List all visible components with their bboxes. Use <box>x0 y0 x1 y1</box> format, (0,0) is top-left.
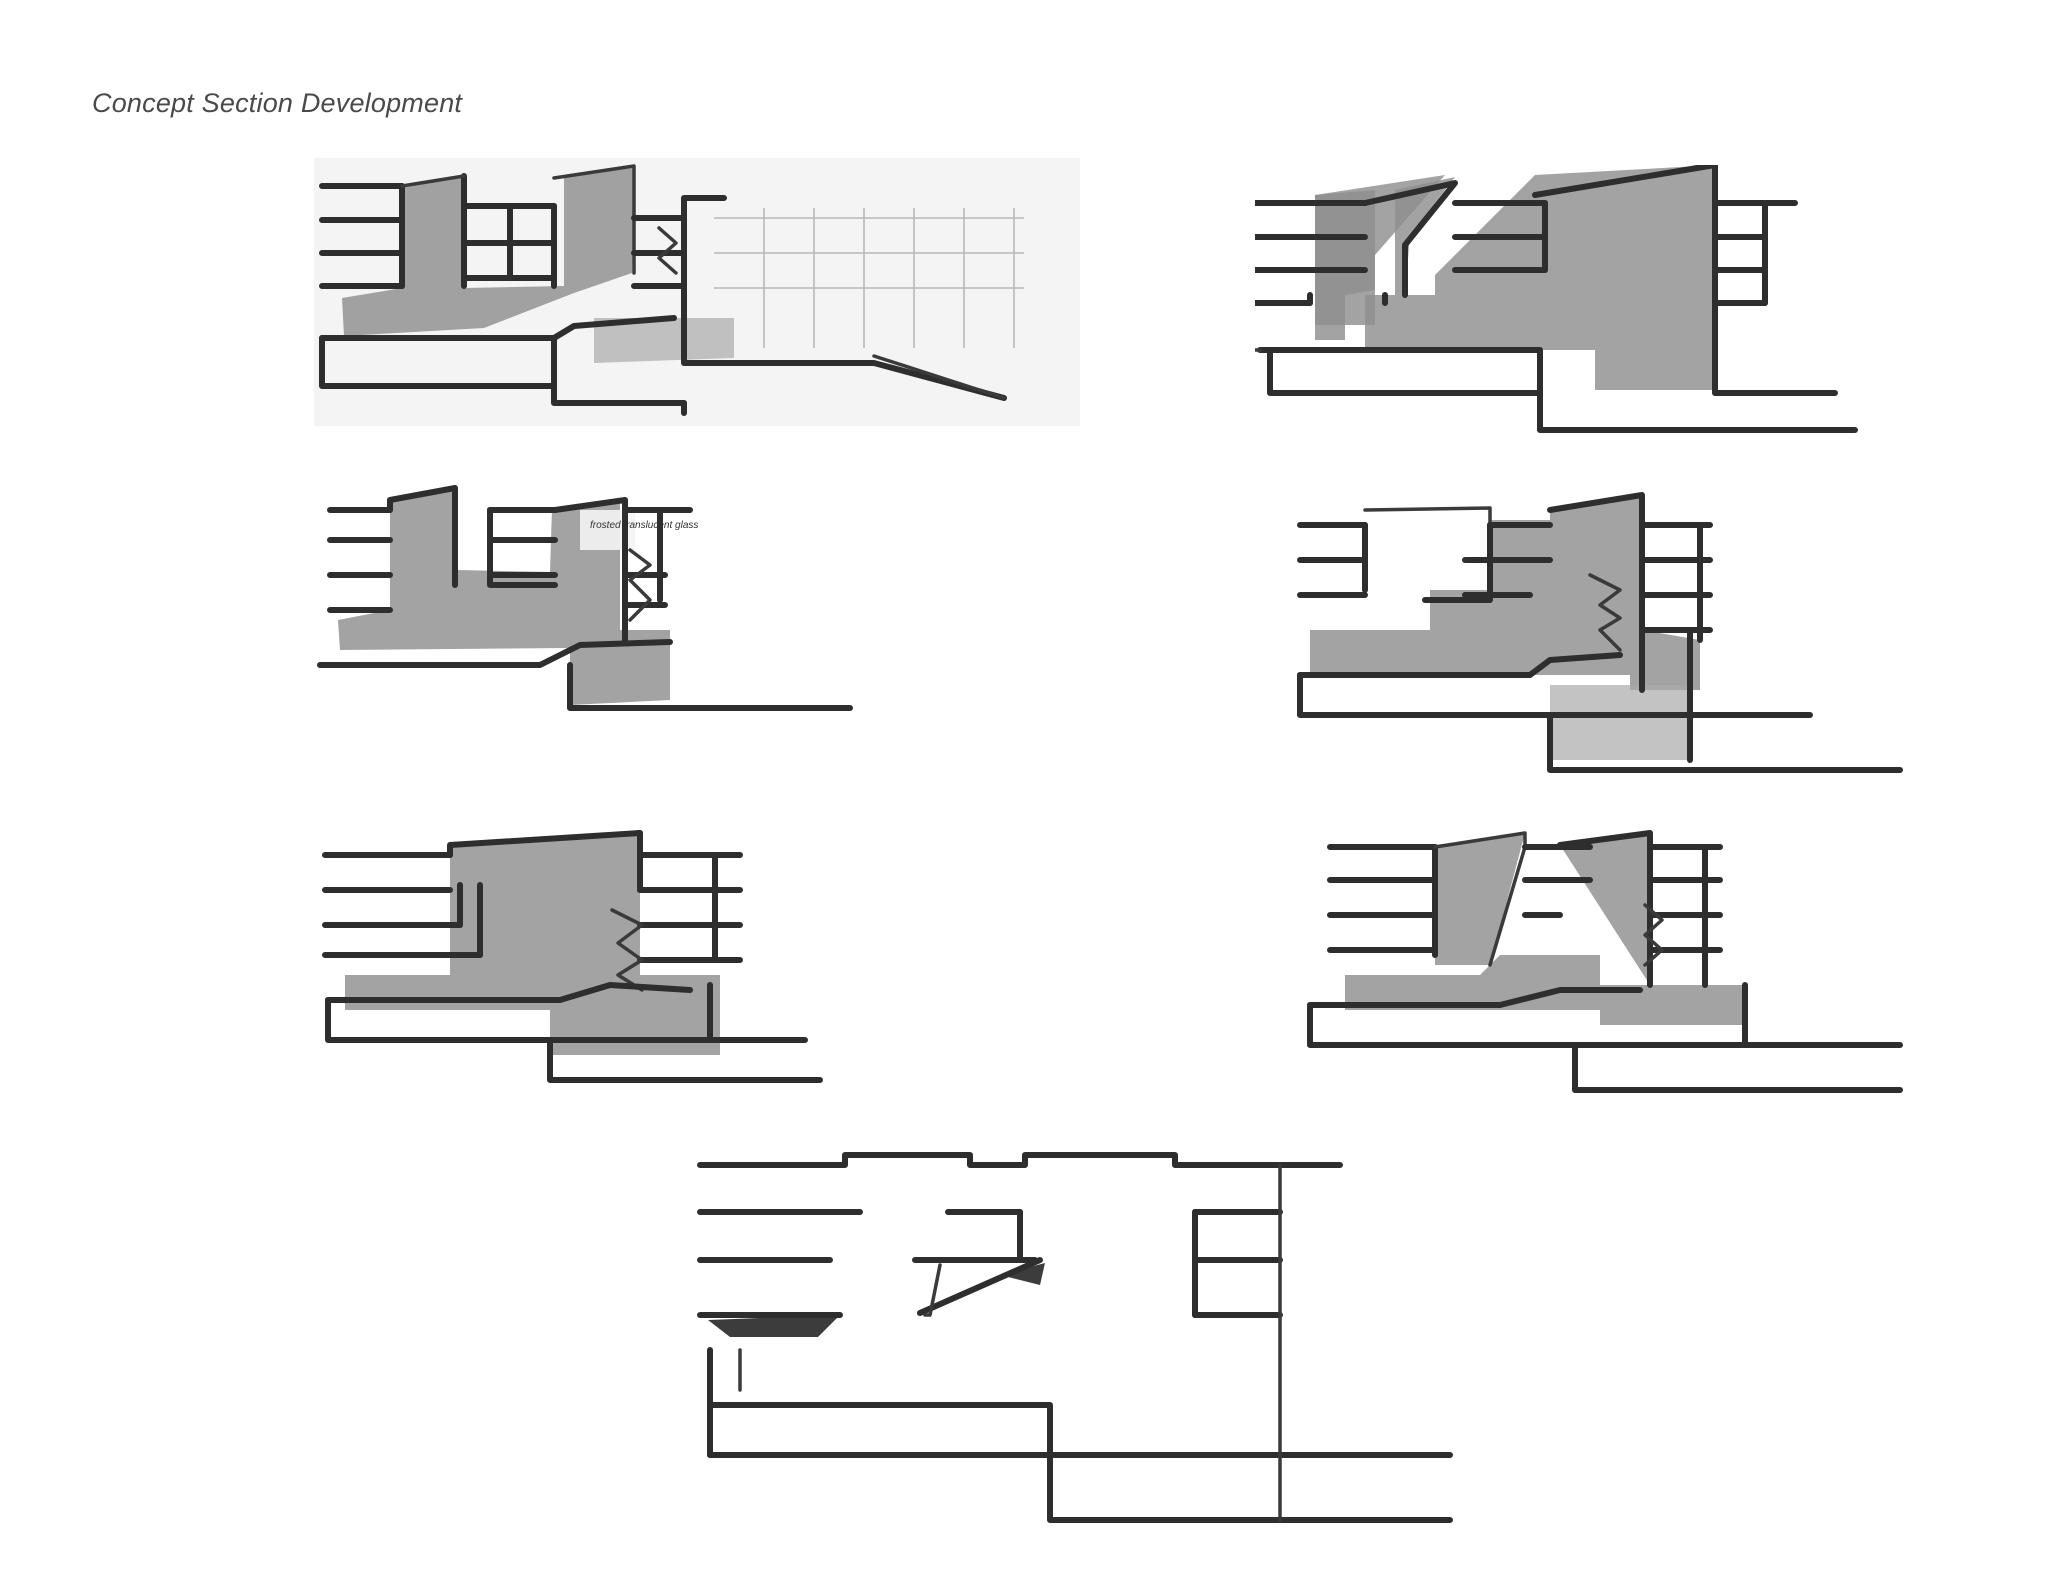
section-sketch-5 <box>300 825 840 1115</box>
section-sketch-3: frosted translucent glass <box>290 480 856 726</box>
section-lines <box>697 1152 1453 1523</box>
section-lines <box>322 830 823 1083</box>
section-sketch-7 <box>690 1125 1470 1535</box>
grid-lines <box>714 208 1024 348</box>
section-lines <box>1255 165 1858 433</box>
section-lines <box>1307 830 1903 1093</box>
section-lines <box>1297 492 1903 773</box>
section-lines <box>317 485 853 711</box>
sketch-annotation: frosted translucent glass <box>590 520 698 531</box>
section-sketch-6 <box>1300 825 1910 1115</box>
section-lines <box>319 164 1007 416</box>
section-sketch-4 <box>1290 490 1910 780</box>
page-title: Concept Section Development <box>92 88 463 118</box>
section-sketch-1 <box>314 158 1080 426</box>
section-sketch-2 <box>1255 165 1875 445</box>
